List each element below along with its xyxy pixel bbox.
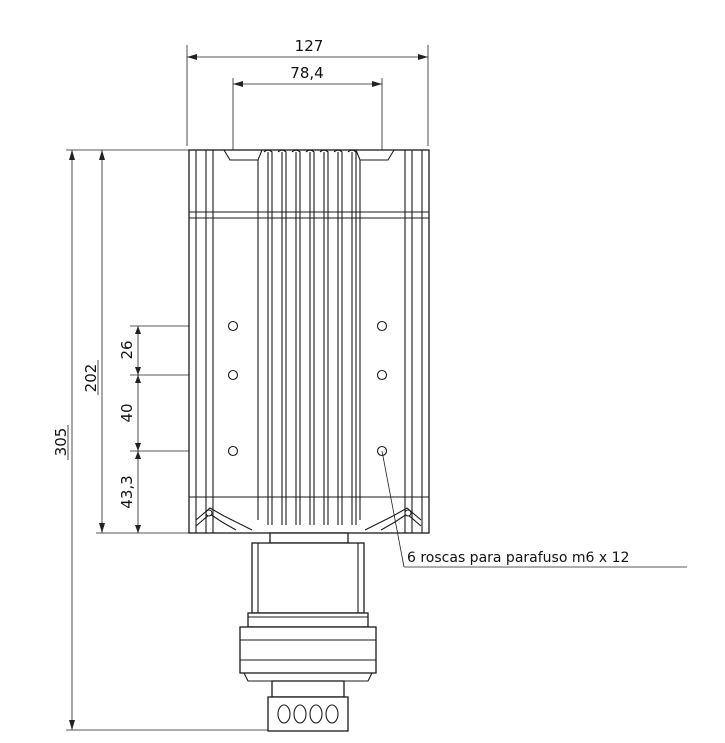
dimension-label-43-3: 43,3 [118, 475, 136, 508]
hole-left-3 [227, 445, 239, 457]
hole-right-1 [376, 320, 388, 332]
dimension-label-305: 305 [52, 428, 70, 457]
dimension-label-26: 26 [118, 340, 136, 359]
dimension-label-202: 202 [82, 364, 100, 393]
callout-leader: 6 roscas para parafuso m6 x 12 [381, 450, 687, 568]
dimension-height-body: 202 [82, 150, 190, 534]
bottom-corners [195, 507, 422, 531]
pin-4 [325, 704, 339, 724]
hole-right-2 [376, 369, 388, 381]
mounting-holes [227, 320, 388, 457]
pin-2 [293, 704, 307, 724]
pin-3 [309, 704, 323, 724]
hole-left-1 [227, 320, 239, 332]
dimension-label-127: 127 [295, 37, 324, 55]
dimension-label-40: 40 [118, 403, 136, 422]
cooling-fins [257, 149, 361, 525]
hole-left-2 [227, 369, 239, 381]
neck-assembly [239, 532, 377, 682]
pin-1 [277, 704, 291, 724]
dimension-hole-spacing: 26 40 43,3 [118, 325, 233, 533]
connector-plug [267, 680, 349, 732]
callout-text: 6 roscas para parafuso m6 x 12 [407, 550, 629, 566]
housing-body [188, 149, 430, 534]
dimension-width-total: 127 [186, 37, 429, 146]
dimension-label-78-4: 78,4 [290, 64, 323, 82]
dimension-height-total: 305 [52, 149, 272, 731]
